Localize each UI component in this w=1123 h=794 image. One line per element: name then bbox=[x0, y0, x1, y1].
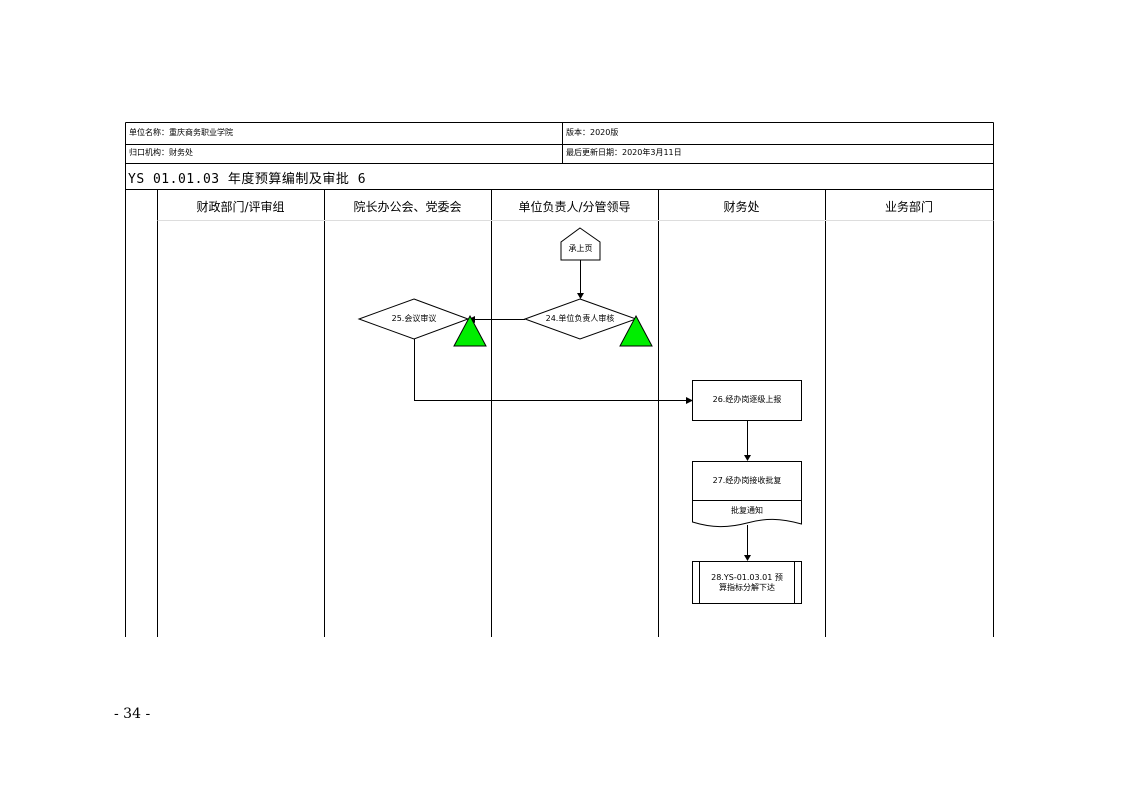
document-shape bbox=[692, 500, 802, 528]
process-28-label-line2: 算指标分解下达 bbox=[719, 583, 775, 592]
process-title: YS 01.01.03 年度预算编制及审批 6 bbox=[128, 172, 367, 187]
connector-label: 承上页 bbox=[568, 244, 593, 253]
decision-25-label: 25.会议审议 bbox=[391, 314, 437, 323]
process-27-shape bbox=[692, 461, 802, 501]
lane-title-finance-dept: 财政部门/评审组 bbox=[196, 200, 285, 214]
table-frame bbox=[125, 122, 994, 637]
process-26-label: 26.经办岗逐级上报 bbox=[712, 395, 782, 404]
header-updated-date: 最后更新日期：2020年3月11日 bbox=[566, 148, 682, 157]
process-27-label: 27.经办岗接收批复 bbox=[712, 476, 782, 485]
header-department: 归口机构：财务处 bbox=[129, 148, 193, 157]
lane-title-unit-leader: 单位负责人/分管领导 bbox=[518, 200, 631, 214]
page-number: - 34 - bbox=[114, 706, 151, 722]
process-26-shape bbox=[692, 380, 802, 421]
header-version: 版本：2020版 bbox=[566, 128, 619, 137]
lane-title-president-office: 院长办公会、党委会 bbox=[353, 200, 462, 214]
decision-24-label: 24.单位负责人审核 bbox=[545, 314, 615, 323]
document-label: 批复通知 bbox=[731, 506, 763, 515]
predefined-process-28-shape bbox=[692, 561, 802, 604]
process-28-label-line1: 28.YS-01.03.01 预 bbox=[711, 573, 783, 582]
lane-title-finance-office: 财务处 bbox=[723, 200, 760, 214]
risk-marker-24 bbox=[619, 314, 653, 347]
decision-24-shape bbox=[523, 298, 638, 340]
lane-title-business-dept: 业务部门 bbox=[884, 200, 933, 214]
header-unit-name: 单位名称：重庆商务职业学院 bbox=[129, 128, 233, 137]
risk-marker-25 bbox=[453, 314, 487, 347]
